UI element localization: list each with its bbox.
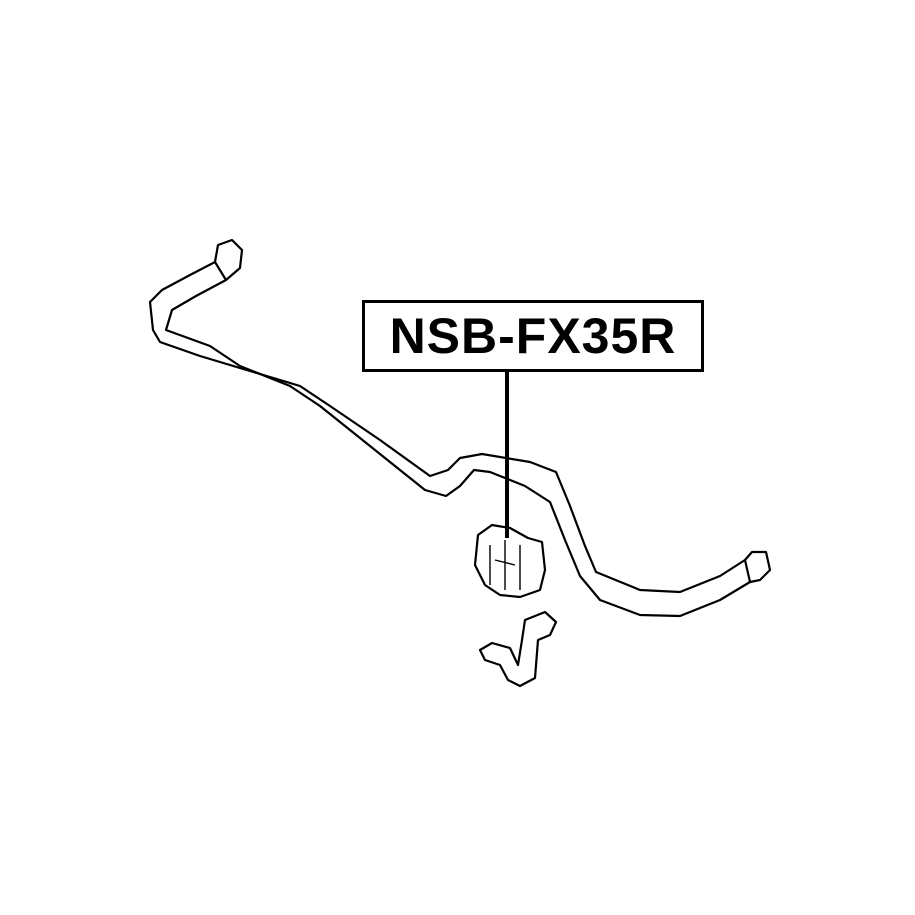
mounting-bracket [478, 610, 558, 688]
sway-bar-upper-edge [148, 261, 746, 594]
right-end-link [743, 550, 772, 584]
left-end-link [213, 238, 244, 282]
sway-bar-lower-edge [164, 279, 751, 618]
bushing-detail [489, 540, 521, 590]
bushing [473, 523, 547, 599]
part-number-label: NSB-FX35R [362, 300, 704, 372]
